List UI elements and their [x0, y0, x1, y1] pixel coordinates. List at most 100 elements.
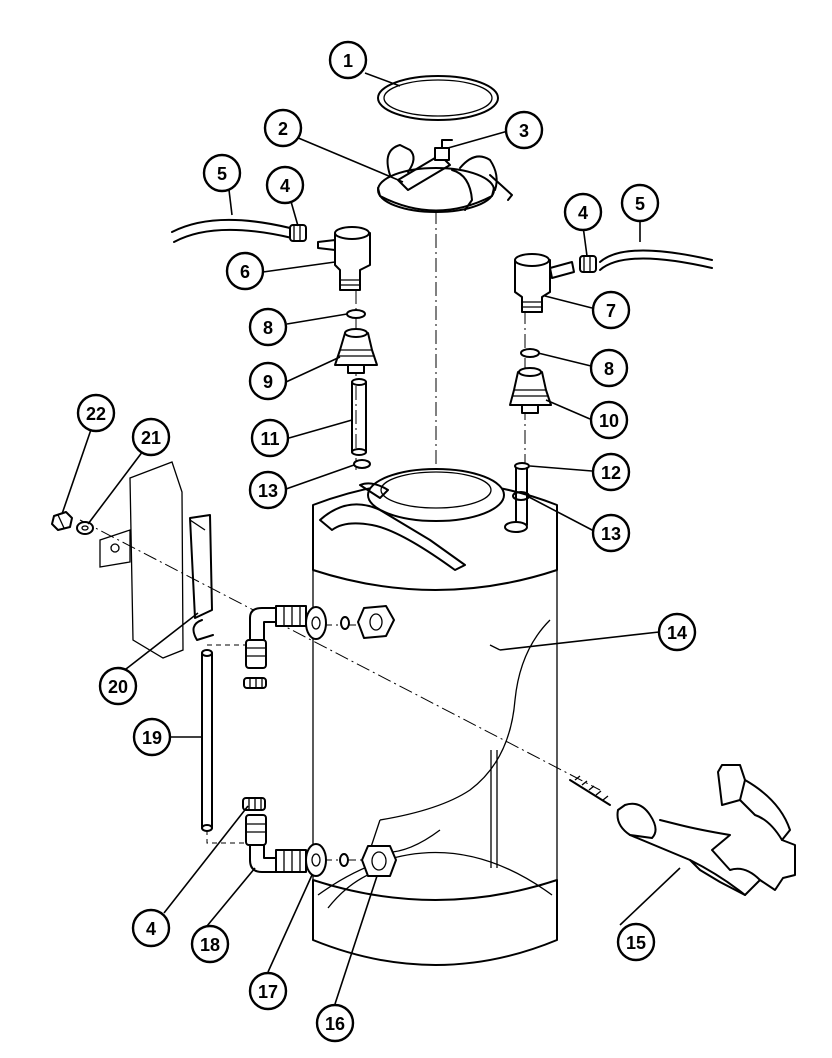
- right-liquid-disconnect: [514, 253, 575, 313]
- gas-in-post: [334, 328, 378, 374]
- bracket-washer: [76, 521, 94, 535]
- callout-number: 12: [601, 463, 621, 483]
- lower-nut: [361, 845, 397, 877]
- callout-c6: 6: [225, 251, 265, 291]
- callout-number: 5: [217, 164, 227, 184]
- tank-strap: [569, 764, 796, 896]
- callout-circle: [504, 110, 544, 150]
- callout-circle: [265, 165, 305, 205]
- callout-number: 8: [604, 359, 614, 379]
- callout-circle: [248, 470, 288, 510]
- callout-number: 3: [519, 121, 529, 141]
- right-hose-clamp-nut: [579, 255, 597, 273]
- callout-number: 13: [258, 481, 278, 501]
- left-gas-disconnect: [317, 226, 371, 291]
- leader-lines: [61, 72, 681, 1005]
- gas-dip-tube: [351, 378, 367, 456]
- callout-c4c: 4: [131, 908, 171, 948]
- callout-c15: 15: [616, 922, 656, 962]
- callout-c7: 7: [591, 290, 631, 330]
- vertical-tube: [201, 649, 213, 832]
- callout-circle: [76, 393, 116, 433]
- callout-circle: [589, 400, 629, 440]
- callout-circle: [616, 922, 656, 962]
- callout-circle: [589, 348, 629, 388]
- lower-elbow-fitting: [245, 814, 307, 873]
- lid-o-ring-inner: [383, 79, 493, 117]
- callout-number: 19: [142, 728, 162, 748]
- left-gas-line: [171, 218, 291, 233]
- lid-o-ring: [377, 75, 499, 121]
- callout-number: 2: [278, 119, 288, 139]
- callout-c11: 11: [250, 418, 290, 458]
- callout-circle: [98, 666, 138, 706]
- callout-circle: [250, 418, 290, 458]
- callout-number: 4: [578, 203, 588, 223]
- callout-c4a: 4: [265, 165, 305, 205]
- lower-washer: [305, 843, 327, 877]
- callout-c2: 2: [263, 108, 303, 148]
- callout-c20: 20: [98, 666, 138, 706]
- callout-number: 9: [263, 372, 273, 392]
- lower-tube-dash: [206, 830, 250, 844]
- callout-number: 4: [146, 919, 156, 939]
- callout-c13b: 13: [591, 513, 631, 553]
- callout-number: 22: [86, 404, 106, 424]
- callout-circle: [563, 192, 603, 232]
- callout-number: 11: [260, 429, 279, 449]
- callout-circle: [263, 108, 303, 148]
- callout-c3: 3: [504, 110, 544, 150]
- callout-number: 6: [240, 262, 250, 282]
- callout-c8b: 8: [589, 348, 629, 388]
- callout-c12: 12: [591, 452, 631, 492]
- callout-c22: 22: [76, 393, 116, 433]
- callout-c8a: 8: [248, 307, 288, 347]
- left-post-o-ring: [346, 309, 366, 319]
- callout-number: 14: [667, 623, 687, 643]
- callout-c10: 10: [589, 400, 629, 440]
- mounting-bracket: [99, 461, 214, 659]
- bracket-nut: [51, 511, 73, 531]
- callout-circle: [591, 290, 631, 330]
- callout-c21: 21: [131, 417, 171, 457]
- callout-number: 4: [280, 176, 290, 196]
- callout-c18: 18: [190, 924, 230, 964]
- upper-elbow-fitting: [245, 605, 395, 669]
- lower-small-washer: [339, 853, 349, 867]
- right-gas-line: [599, 249, 713, 263]
- callout-circle: [202, 153, 242, 193]
- callout-number: 10: [599, 411, 619, 431]
- callout-c19: 19: [132, 717, 172, 757]
- left-hose-clamp-nut: [289, 224, 307, 242]
- callout-circle: [657, 612, 697, 652]
- callout-number: 7: [606, 301, 616, 321]
- callout-number: 17: [258, 982, 278, 1002]
- callout-c5a: 5: [202, 153, 242, 193]
- callout-c13a: 13: [248, 470, 288, 510]
- callout-number: 5: [635, 194, 645, 214]
- callout-number: 13: [601, 524, 621, 544]
- callout-c4b: 4: [563, 192, 603, 232]
- callout-circle: [591, 513, 631, 553]
- upper-hose-clamp: [243, 677, 267, 689]
- callout-circle: [328, 40, 368, 80]
- callout-number: 16: [325, 1014, 345, 1034]
- relief-valve: [434, 147, 450, 161]
- left-dip-tube-o-ring: [353, 459, 371, 469]
- liquid-out-post: [509, 367, 552, 414]
- upper-tube-dash: [207, 644, 251, 650]
- callout-c1: 1: [328, 40, 368, 80]
- callout-circle: [248, 361, 288, 401]
- callout-circle: [131, 417, 171, 457]
- callout-c17: 17: [248, 971, 288, 1011]
- callout-circle: [591, 452, 631, 492]
- callout-number: 1: [343, 51, 353, 71]
- callout-circle: [248, 971, 288, 1011]
- callout-c9: 9: [248, 361, 288, 401]
- callout-c14: 14: [657, 612, 697, 652]
- tank-body: [312, 468, 558, 966]
- callout-c16: 16: [315, 1003, 355, 1043]
